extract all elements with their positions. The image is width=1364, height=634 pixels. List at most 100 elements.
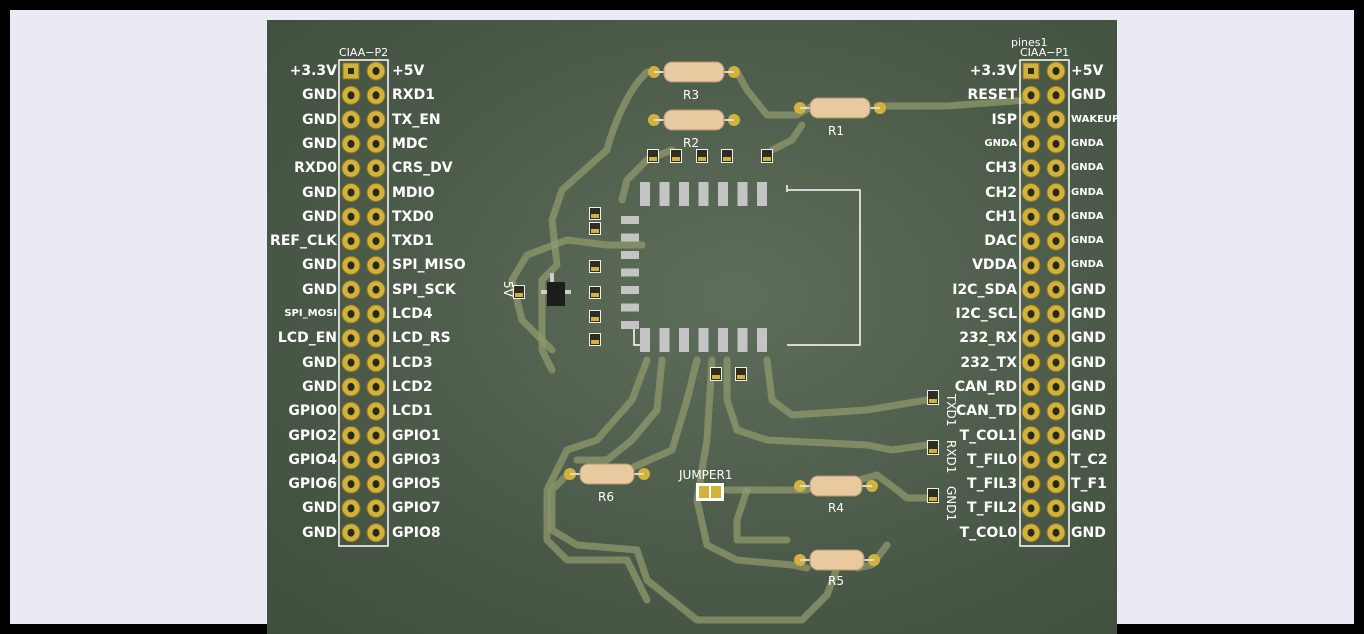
p1_left-pin-label: CAN_TD	[956, 403, 1017, 420]
p1_right-pin-label: WAKEUP	[1071, 113, 1120, 125]
ic-pad-left	[621, 268, 639, 277]
p2_left-pin-label: RXD0	[294, 160, 337, 177]
p2_right-pin-label: +5V	[392, 63, 425, 79]
pcb-trace	[693, 356, 811, 572]
connector-p2-pin-hole	[372, 188, 380, 197]
p1_right-pin-label: GNDA	[1071, 259, 1104, 271]
connector-p2-pin-hole	[372, 382, 380, 391]
connector-p2-pin-hole	[372, 285, 380, 294]
r3-label: R3	[683, 88, 699, 102]
smd-pad-bottom-inner	[711, 368, 721, 380]
p1_right-pin-label: GND	[1071, 500, 1106, 517]
p2_left-pin-label: GPIO4	[288, 451, 337, 468]
p1_left-pin-label: RESET	[967, 87, 1017, 104]
connector-p1-pin-hole	[1027, 285, 1035, 294]
p1_right-pin-label: GNDA	[1071, 210, 1104, 222]
smd-pad-top-solder	[698, 157, 706, 161]
p2_right-pin-label: MDIO	[392, 184, 435, 201]
smd-pad-bottom-solder	[712, 375, 720, 379]
connector-p1-pin-hole	[1027, 382, 1035, 391]
p2_left-pin-label: GND	[302, 87, 337, 104]
connector-p1-pin-hole	[1052, 285, 1060, 294]
p2_left-pin-label: GPIO6	[288, 476, 337, 493]
jumper1-label: JUMPER1	[679, 468, 733, 482]
ic-pad-left	[621, 303, 639, 312]
connector-p1-pin-hole	[1027, 310, 1035, 318]
ic-pad-bottom	[659, 328, 670, 352]
connector-p1-pin-hole	[1028, 68, 1034, 74]
p1_right-pin-label: GNDA	[1071, 235, 1104, 247]
p1_left-pin-label: VDDA	[972, 257, 1017, 274]
connector-p2-pin-hole	[372, 334, 380, 343]
connector-p2-pin-hole	[372, 164, 380, 173]
r1-body	[809, 97, 871, 119]
p2_right-pin-label: GPIO3	[392, 451, 441, 468]
ic-pad-left	[621, 233, 639, 242]
connector-p2-pin-hole	[347, 285, 355, 294]
p2_right-pin-label: TX_EN	[392, 111, 441, 128]
connector-p2-pin-hole	[372, 91, 380, 100]
connector-p2-pin-hole	[347, 139, 355, 148]
p1_left-pin-label: T_COL1	[959, 427, 1017, 444]
p2_right-pin-label: MDC	[392, 135, 428, 152]
ic-outline	[787, 189, 861, 346]
connector-p1-pin-hole	[1027, 455, 1035, 464]
connector-p1-pin-hole	[1052, 139, 1060, 148]
connector-p2-pin-hole	[347, 91, 355, 100]
p2_right-pin-label: GPIO1	[392, 427, 441, 444]
smd-pad-left-inner	[590, 261, 600, 272]
p2_right-pin-label: LCD4	[392, 306, 433, 322]
p2_left-pin-label: GND	[302, 524, 337, 541]
connector-p2-pin-hole	[347, 528, 355, 537]
connector-p1-pin-hole	[1052, 188, 1060, 197]
p1_right-pin-label: T_F1	[1071, 476, 1107, 493]
ic-pad-bottom	[757, 328, 767, 352]
pcb-trace	[573, 356, 666, 464]
transistor-body	[547, 282, 565, 306]
connector-p1-pin-hole	[1027, 407, 1035, 416]
ic-pad-top	[737, 182, 748, 206]
p1_left-pin-label: T_FIL0	[967, 451, 1017, 468]
connector-p1-pin-hole	[1027, 261, 1035, 270]
smd-pad-left-solder	[591, 293, 599, 297]
p2_left-pin-label: GND	[302, 500, 337, 517]
p1_right-pin-label: GND	[1071, 306, 1106, 322]
p2_left-pin-label: GND	[302, 111, 337, 128]
p1_left-pin-label: CAN_RD	[954, 378, 1017, 395]
p1_left-pin-label: I2C_SDA	[952, 281, 1017, 298]
smd-pad-top-inner	[762, 150, 772, 162]
connector-p2-outline	[338, 59, 389, 547]
connector-p1-pin-hole	[1027, 431, 1035, 440]
connector-p1-ref: pines1	[1011, 36, 1048, 49]
p2_right-pin-label: LCD2	[392, 378, 433, 395]
r5-body	[809, 549, 865, 571]
r1-label: R1	[828, 124, 844, 138]
ic-pad-top	[757, 182, 767, 206]
smd-pad-top-inner	[648, 150, 658, 162]
p1_right-pin-label: GNDA	[1071, 162, 1104, 174]
smd-pad-left-solder	[591, 229, 599, 233]
p2_left-pin-label: +3.3V	[289, 63, 337, 79]
p2_right-pin-label: GPIO8	[392, 524, 441, 541]
ic-pad-top	[679, 182, 689, 206]
connector-p1-pin-hole	[1052, 212, 1060, 221]
smd-pad-left-solder	[591, 214, 599, 218]
connector-p2-pin-hole	[372, 504, 380, 513]
smd-pad-left-solder	[591, 267, 599, 271]
connector-p2-pin-hole	[347, 261, 355, 270]
connector-p2-pin-hole	[347, 212, 355, 221]
r2-label: R2	[683, 136, 699, 150]
connector-p2-pin-hole	[347, 382, 355, 391]
p2_left-pin-label: GPIO0	[288, 403, 337, 420]
smd-pad-left-inner	[590, 287, 600, 298]
p1_left-pin-label: CH2	[985, 184, 1017, 201]
p2_right-pin-label: TXD1	[392, 233, 434, 250]
pcb-trace	[548, 471, 841, 624]
connector-p1-pin-hole	[1027, 528, 1035, 537]
ic-pad-bottom	[698, 328, 709, 352]
r2-body	[663, 109, 725, 131]
smd-pad-left-inner	[590, 334, 600, 345]
ic-pad-top	[640, 182, 650, 206]
connector-p1-pin-hole	[1027, 164, 1035, 173]
